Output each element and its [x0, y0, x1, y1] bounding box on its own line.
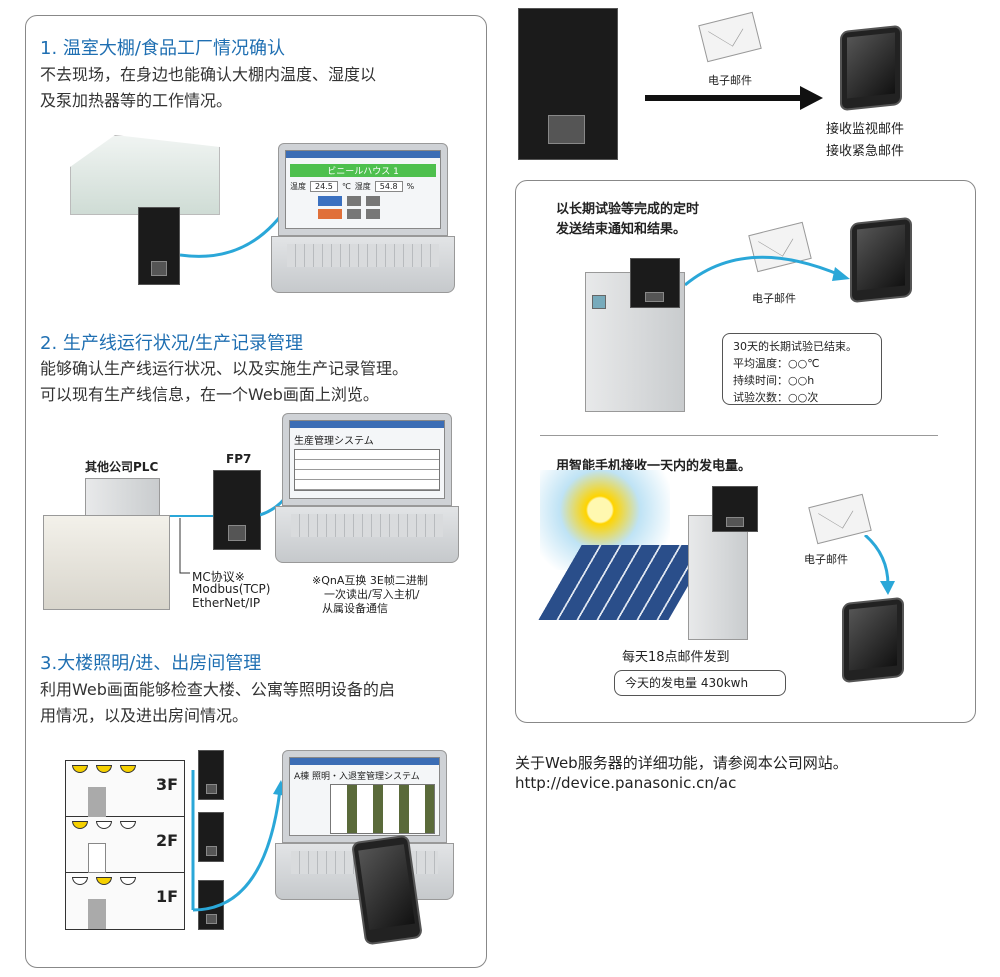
tablet-image	[840, 24, 902, 112]
fp7-plc-image	[712, 486, 758, 532]
email-arrow	[864, 535, 895, 595]
section-3-title: 3.大楼照明/进、出房间管理	[40, 653, 262, 674]
right-box	[515, 180, 976, 723]
other-plc-label: 其他公司PLC	[85, 460, 159, 474]
protocol-bracket	[179, 518, 190, 574]
screen-title: A棟 照明・入退室管理システム	[294, 772, 420, 782]
daily-label: 每天18点邮件发到	[622, 650, 730, 665]
note-1: ※QnA互换 3E帧二进制	[312, 574, 428, 587]
screen-title: ビニールハウス 1	[290, 164, 436, 177]
fp7-plc-image	[630, 258, 680, 308]
bubble-line: 30天的长期试验已结束。	[733, 340, 857, 353]
footer-link[interactable]: http://device.panasonic.cn/ac	[515, 774, 737, 792]
divider	[540, 435, 938, 436]
section-1-body-2: 及泵加热器等的工作情况。	[40, 91, 233, 110]
screen-title: 生産管理システム	[294, 436, 374, 447]
protocol-ethernetip: EtherNet/IP	[192, 596, 261, 610]
fp7-label: FP7	[226, 452, 252, 466]
protocol-modbus: Modbus(TCP)	[192, 582, 271, 596]
floor-3f: 3F	[155, 775, 178, 794]
floor-1f: 1F	[155, 886, 178, 906]
email-label: 电子邮件	[752, 292, 796, 305]
hum-unit: %	[406, 182, 415, 191]
email-label: 电子邮件	[804, 553, 848, 566]
section-3-body-1: 利用Web画面能够检查大楼、公寓等照明设备的启	[40, 680, 395, 699]
temp-value: 24.5	[310, 181, 338, 192]
footer-text: 关于Web服务器的详细功能，请参阅本公司网站。	[515, 754, 848, 772]
hum-label: 湿度	[354, 182, 371, 191]
building-image: 3F 2F 1F	[65, 760, 185, 930]
bubble-line: 平均温度：○○℃	[733, 357, 820, 370]
note-3: 从属设备通信	[322, 602, 388, 615]
fp7-plc-image	[138, 207, 180, 285]
section-1-title: 1. 温室大棚/食品工厂情况确认	[40, 38, 285, 59]
temp-label: 温度	[290, 182, 306, 191]
fp7-plc-image	[213, 470, 261, 550]
laptop-production: 生産管理システム	[275, 413, 459, 563]
section-2-body-2: 可以现有生产线信息，在一个Web画面上浏览。	[40, 385, 379, 404]
test-title-2: 发送结束通知和结果。	[556, 222, 687, 237]
test-result-bubble: 30天的长期试验已结束。 平均温度：○○℃ 持续时间：○○h 试验次数：○○次	[722, 333, 882, 405]
left-panel	[25, 15, 487, 968]
hum-value: 54.8	[374, 181, 403, 192]
section-2-body-1: 能够确认生产线运行状况、以及实施生产记录管理。	[40, 359, 409, 378]
section-2-title: 2. 生产线运行状况/生产记录管理	[40, 333, 303, 354]
temp-unit: ℃	[341, 182, 351, 191]
floor-2f: 2F	[155, 830, 178, 850]
send-arrow	[645, 86, 823, 110]
protocol-mc: MC协议※	[192, 570, 245, 584]
email-arrow	[685, 255, 850, 287]
receive-monitor-mail: 接收监视邮件	[826, 122, 905, 137]
receive-emergency-mail: 接收紧急邮件	[826, 144, 905, 159]
note-2: 一次读出/写入主机/	[324, 588, 420, 601]
tablet-image	[842, 596, 904, 684]
power-bubble: 今天的发电量 430kwh	[614, 670, 786, 696]
email-label: 电子邮件	[708, 74, 752, 87]
bubble-line: 持续时间：○○h	[733, 374, 815, 387]
tablet-image	[850, 216, 912, 304]
bubble-line: 试验次数：○○次	[733, 391, 819, 404]
machine-image	[43, 515, 170, 610]
section-3-body-2: 用情况，以及进出房间情况。	[40, 706, 249, 725]
test-title-1: 以长期试验等完成的定时	[556, 202, 700, 217]
email-envelope-icon	[698, 11, 762, 63]
plc-1f	[198, 880, 224, 930]
section-1-body-1: 不去现场，在身边也能确认大棚内温度、湿度以	[40, 65, 377, 84]
laptop-greenhouse: ビニールハウス 1 温度 24.5 ℃ 湿度 54.8 %	[271, 143, 455, 293]
fp7-plc-image	[518, 8, 618, 160]
plc-3f	[198, 750, 224, 800]
power-cabinet-image	[688, 515, 748, 640]
plc-2f	[198, 812, 224, 862]
connection-line	[170, 515, 215, 517]
